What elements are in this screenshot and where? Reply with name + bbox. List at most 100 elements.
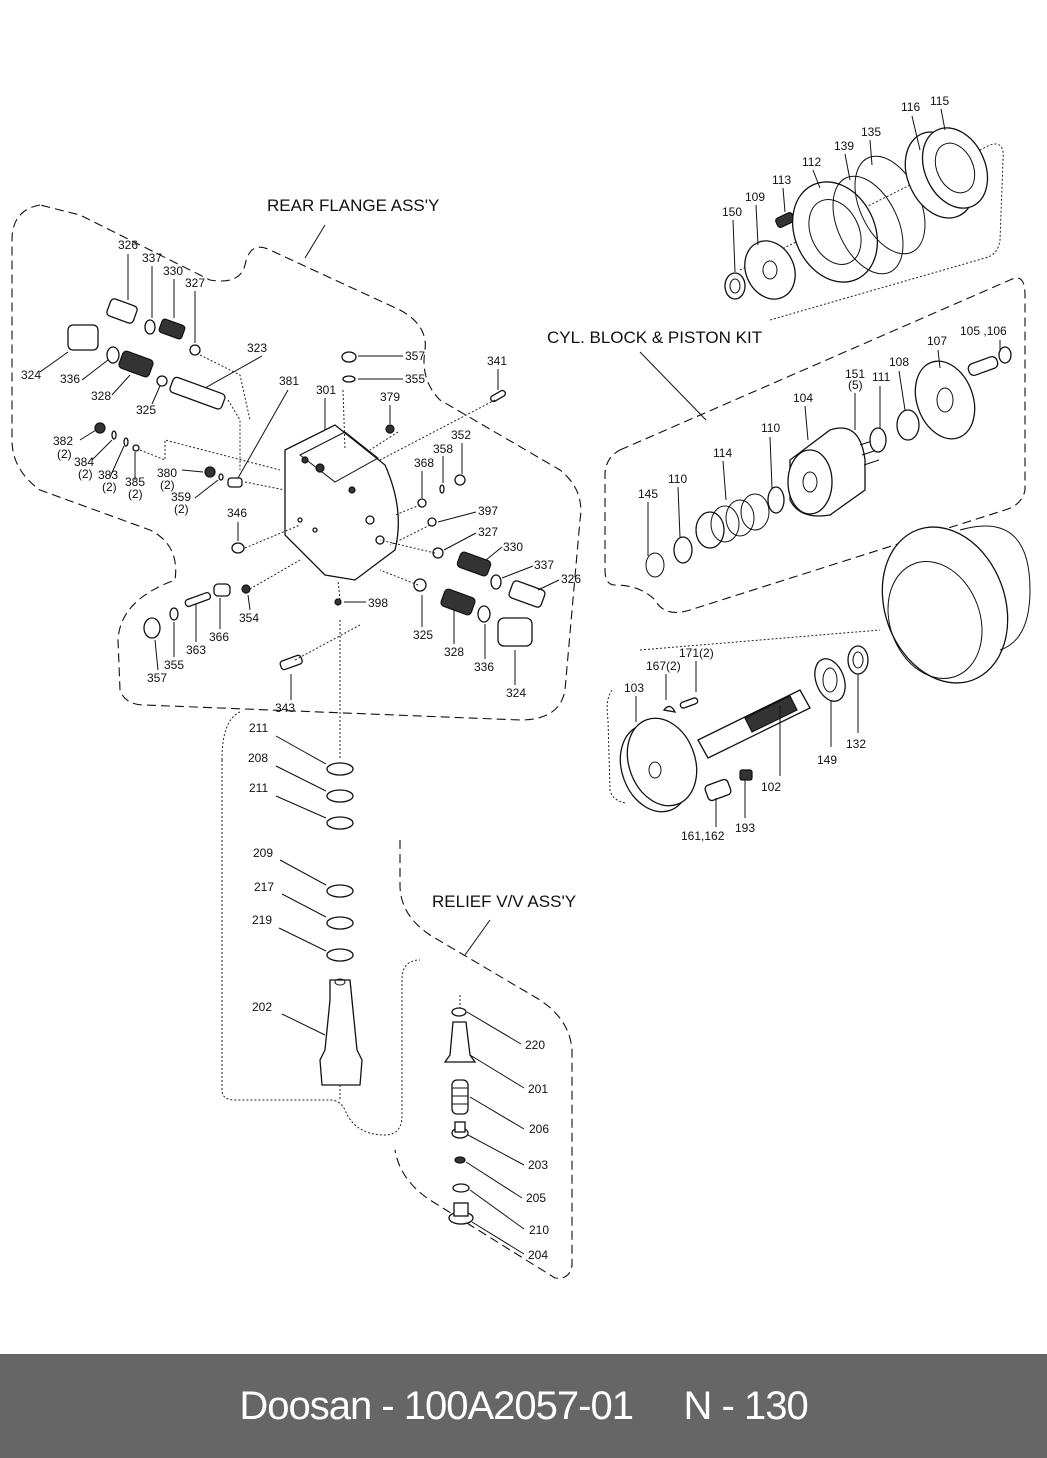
part-112-housing [791,181,879,283]
label-108: 108 [889,355,909,369]
label-326: 326 [118,238,138,252]
part-366-spring [213,583,231,597]
upper-outline [739,143,1004,321]
label-201: 201 [528,1082,548,1096]
part-161-bushing [704,778,732,802]
label-380-qty: (2) [160,478,175,492]
label-113: 113 [772,173,791,187]
part-201-poppet [443,1021,477,1063]
label-110b: 110 [668,472,687,486]
label-150: 150 [722,205,742,219]
rear-flange-outline [11,204,582,721]
part-337b-oring [490,574,502,590]
label-103: 103 [624,681,644,695]
part-325b-poppet [413,578,427,592]
part-111-ring [869,427,887,453]
part-379 [385,424,395,434]
label-202: 202 [252,1000,272,1014]
label-114: 114 [713,446,732,460]
label-107: 107 [927,334,947,348]
label-219: 219 [252,913,272,927]
label-366: 366 [209,630,229,644]
part-380 [204,466,216,478]
part-363-bolt [184,591,212,608]
label-171: 171(2) [679,646,714,660]
part-115-gear [921,127,989,209]
part-103-swash-plate [619,717,698,813]
part-219-oring [326,948,354,962]
part-132-seal [847,645,869,675]
label-116: 116 [901,100,920,114]
part-355-oring [342,375,356,383]
label-330: 330 [163,264,183,278]
part-104-cylinder-block [787,427,866,517]
part-383 [123,437,129,447]
group-title-cyl-block: CYL. BLOCK & PISTON KIT [547,328,762,347]
part-384 [111,430,117,440]
label-206: 206 [529,1122,549,1136]
part-326-plug [106,298,138,324]
part-203 [451,1121,469,1139]
part-114-spring [695,493,770,549]
label-358: 358 [433,442,453,456]
part-171-pin [679,697,699,709]
label-193: 193 [735,821,755,835]
label-383-qty: (2) [102,480,117,494]
label-111: 111 [872,370,891,384]
part-209-oring [326,884,354,898]
label-355b: 355 [164,658,184,672]
part-355b-oring [169,607,179,621]
part-336b-oring [477,605,491,623]
label-381: 381 [279,374,299,388]
label-323: 323 [247,341,267,355]
label-368: 368 [414,456,434,470]
part-328b-spring [440,588,476,616]
label-328b: 328 [444,645,464,659]
label-336b: 336 [474,660,494,674]
group-title-rear-flange: REAR FLANGE ASS'Y [267,196,439,215]
label-326b: 326 [561,572,581,586]
part-330-spring [158,318,186,340]
part-324-plug [67,324,99,351]
part-343-bolt [279,654,303,671]
label-337: 337 [142,251,162,265]
label-337b: 337 [534,558,554,572]
part-357b-plug [143,617,161,639]
part-150-seal [724,272,746,300]
part-398 [334,598,342,606]
part-149-bearing [814,658,846,702]
part-211b-oring [326,816,354,830]
label-343: 343 [275,701,295,715]
label-355: 355 [405,372,425,386]
label-324b: 324 [506,686,526,700]
label-109: 109 [745,190,765,204]
label-325b: 325 [413,628,433,642]
label-104: 104 [793,391,813,405]
label-359: 359 [171,490,191,504]
part-359 [218,473,224,481]
part-139-ring [832,175,904,275]
part-357-plug [341,351,357,363]
part-324b-plug [497,617,533,647]
part-211a-oring [326,762,354,776]
part-206-spring [451,1079,469,1115]
label-151-qty: (5) [848,378,863,392]
label-382-qty: (2) [57,447,72,461]
label-383: 383 [98,468,118,482]
part-328-spring [118,350,154,378]
part-110b-washer [673,536,693,564]
part-202-sleeve [319,978,363,1086]
cyl-block-outline [604,277,1026,613]
label-167: 167(2) [646,659,681,673]
label-357b: 357 [147,671,167,685]
part-346 [231,542,245,554]
part-217-oring [326,916,354,930]
label-112: 112 [802,155,821,169]
part-385 [132,444,140,452]
label-328: 328 [91,389,111,403]
footer-caption: Doosan - 100A2057-01 N - 130 [239,1383,808,1428]
part-204-plug [448,1202,474,1225]
part-102-shaft [697,689,811,759]
part-205 [454,1156,466,1164]
label-357: 357 [405,349,425,363]
